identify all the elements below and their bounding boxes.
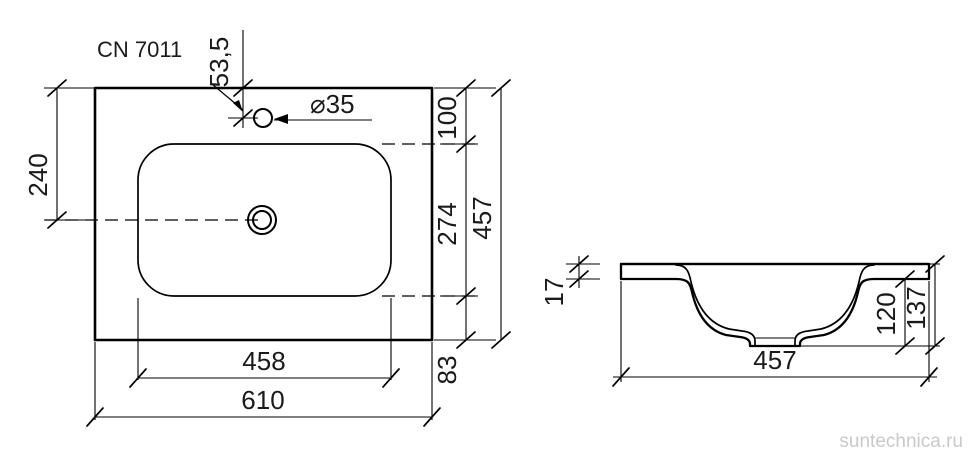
dimension-240-label: 240 bbox=[23, 153, 53, 196]
section-view-group: 17 120 137 bbox=[539, 255, 945, 387]
dimension-chain-right: 100 274 83 457 bbox=[432, 79, 511, 385]
drain-hole bbox=[247, 205, 277, 235]
watermark-label: suntechnica.ru bbox=[839, 431, 963, 452]
dimension-137-label: 137 bbox=[901, 286, 931, 329]
dimension-chain-section-right: 120 137 bbox=[800, 255, 945, 355]
dimension-458-label: 458 bbox=[242, 346, 285, 376]
dimension-chain-bottom: 458 610 bbox=[86, 298, 441, 427]
dimension-240: 240 bbox=[23, 79, 96, 229]
dimension-section-457-label: 457 bbox=[753, 345, 796, 375]
dimension-diameter-35-label: ⌀35 bbox=[310, 89, 355, 119]
basin-outline bbox=[93, 86, 434, 342]
dimension-53-5: 53,5 bbox=[204, 30, 258, 128]
dimension-17: 17 bbox=[539, 255, 600, 307]
dimension-diameter-35: ⌀35 bbox=[274, 89, 372, 124]
dimension-100-label: 100 bbox=[432, 96, 462, 139]
dimension-457-label: 457 bbox=[467, 196, 497, 239]
dimension-83-label: 83 bbox=[432, 356, 462, 385]
diameter-arrowhead bbox=[274, 114, 288, 124]
dimension-274-label: 274 bbox=[432, 202, 462, 245]
dimension-53-5-label: 53,5 bbox=[204, 37, 234, 88]
dimension-610-label: 610 bbox=[241, 385, 284, 415]
plan-view-group: 240 53,5 ⌀35 bbox=[23, 30, 511, 427]
dimension-17-label: 17 bbox=[539, 278, 569, 307]
part-number-label: CN 7011 bbox=[97, 37, 182, 62]
dimension-section-457: 457 bbox=[612, 281, 938, 387]
section-inner-wall bbox=[675, 264, 875, 347]
leader-arrowhead bbox=[233, 100, 243, 112]
dimension-120-label: 120 bbox=[871, 292, 901, 335]
